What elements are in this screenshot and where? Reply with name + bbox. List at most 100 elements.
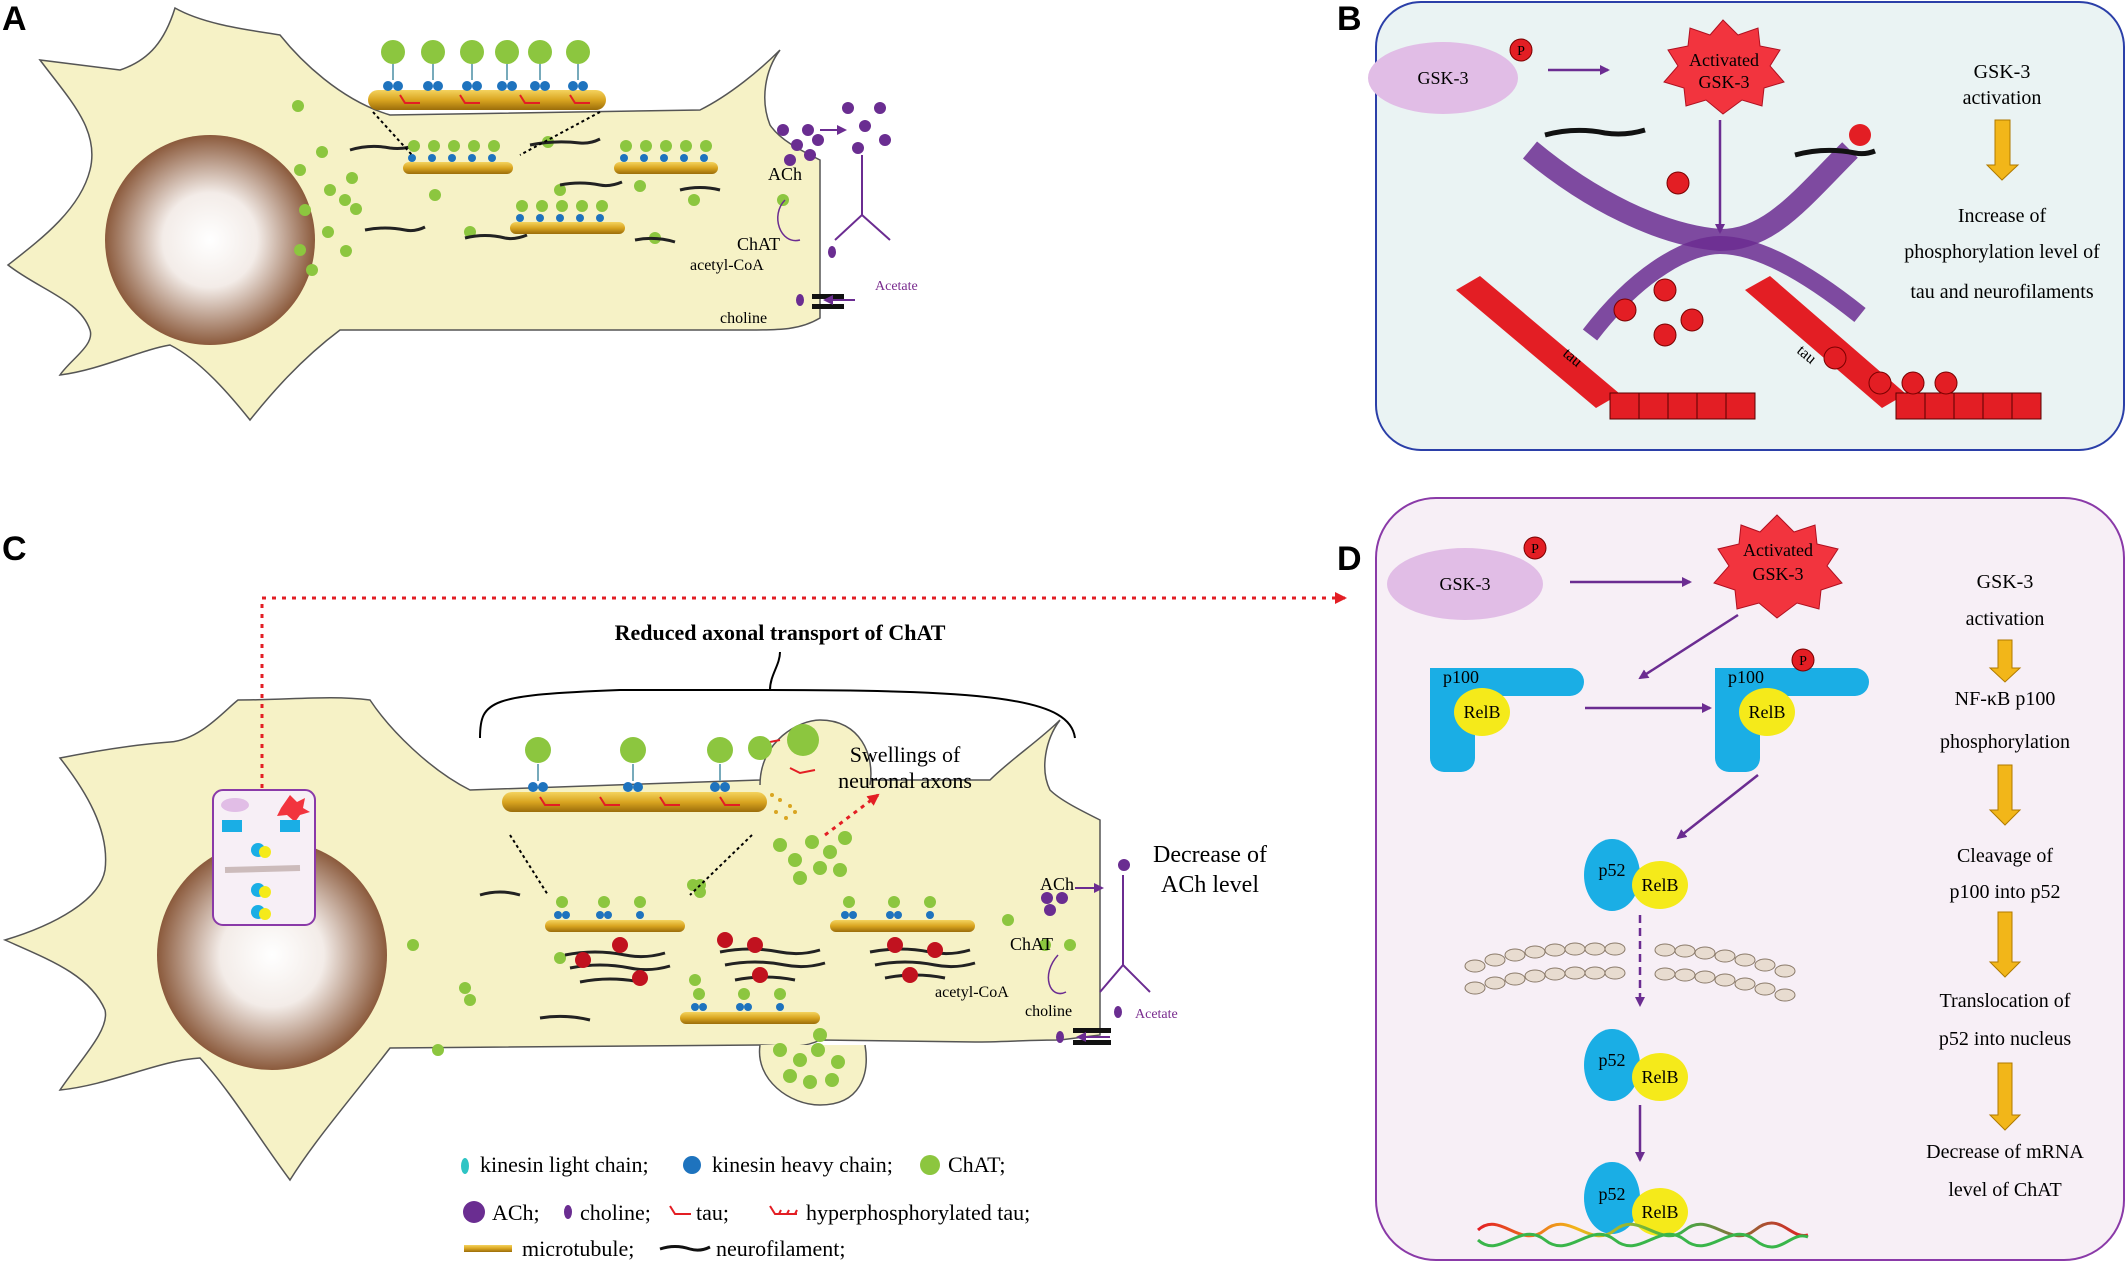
panel-label-c: C [2, 530, 27, 568]
legend-swatch-kinesin-heavy [683, 1156, 701, 1174]
arc-bottom-b [1582, 235, 1866, 341]
swelling-chat-cluster [773, 831, 852, 1089]
label-acetyl-coa-a: acetyl-CoA [690, 257, 764, 274]
chat-scatter-a [292, 100, 700, 276]
step-d-4-line-2: p52 into nucleus [1939, 1028, 2071, 1050]
legend-ach: ACh; [492, 1200, 540, 1225]
legend-microtubule: microtubule; [522, 1236, 634, 1261]
legend-swatch-ach [463, 1201, 485, 1223]
label-chat-a: ChAT [737, 234, 780, 254]
mini-mechanism-inset [212, 789, 316, 926]
tau-right-b: tau [1745, 276, 2042, 420]
step-b-2-line-2: phosphorylation level of [1904, 241, 2100, 263]
step-d-3-line-2: p100 into p52 [1949, 881, 2060, 903]
step-d-2-line-1: NF-κB p100 [1955, 688, 2056, 710]
step-d-3-line-1: Cleavage of [1957, 845, 2053, 867]
nucleus-a [105, 135, 315, 345]
label-acetate-a: Acetate [875, 279, 918, 294]
free-phosphates-b [1613, 171, 1704, 347]
neurofilament-b-left [1544, 127, 1646, 138]
p100-relb-complex-right [1715, 648, 1869, 772]
step-d-5-line-1: Decrease of mRNA [1926, 1141, 2084, 1163]
microtubule [403, 162, 513, 174]
steps-b: GSK-3 activation Increase of phosphoryla… [1904, 61, 2100, 303]
decrease-ach-line-2: ACh level [1161, 872, 1259, 898]
activated-gsk3-star-b [1663, 19, 1785, 115]
label-relb-p52-3: RelB [1641, 1202, 1678, 1222]
phospho-dot [1509, 38, 1533, 62]
label-acetate-c: Acetate [1135, 1007, 1178, 1022]
legend-swatch-chat [920, 1155, 940, 1175]
reduced-transport-title: Reduced axonal transport of ChAT [615, 620, 946, 645]
label-activated-b-2: GSK-3 [1698, 72, 1749, 92]
p52-relb-2 [1584, 1029, 1688, 1101]
label-relb-p52-2: RelB [1641, 1067, 1678, 1087]
chat-scatter-c [407, 879, 1051, 1056]
arrow-cleavage [1676, 774, 1759, 840]
microtubule-zoom-c [479, 651, 1076, 896]
legend-swatch-microtubule [464, 1245, 512, 1252]
microtubule-zoom-a [368, 40, 606, 156]
microtubule-group-a [403, 140, 718, 234]
microtubule [510, 222, 625, 234]
label-gsk3-d: GSK-3 [1439, 574, 1490, 594]
label-p52-1: p52 [1599, 860, 1626, 880]
step-arrow [1988, 764, 2022, 826]
panel-b: B GSK-3 P Activated GSK-3 tau [1337, 0, 2125, 451]
ach-synapse-a [777, 102, 891, 309]
step-d-4-line-1: Translocation of [1940, 990, 2071, 1012]
step-d-1-line-1: GSK-3 [1977, 571, 2034, 593]
ach-synapse-c [1041, 859, 1151, 1045]
panel-label-d: D [1337, 540, 1362, 578]
legend-swatch-tau [669, 1205, 691, 1215]
legend-neurofilament: neurofilament; [716, 1236, 846, 1261]
label-relb-p52-1: RelB [1641, 875, 1678, 895]
tau-left-b: tau [1456, 276, 1756, 420]
gsk3-ellipse-d [1387, 548, 1543, 620]
arrow-to-p100 [1638, 613, 1739, 680]
label-choline-c: choline [1025, 1003, 1072, 1020]
legend-swatch-neurofilament [659, 1245, 711, 1252]
p52-relb-1 [1584, 839, 1688, 911]
microtubule [614, 162, 718, 174]
step-b-1-line-2: activation [1963, 87, 2042, 109]
dna-helix [1476, 1221, 1809, 1249]
step-arrow [1988, 1062, 2022, 1131]
label-ach-c: ACh [1040, 874, 1074, 894]
phospho-label: P [1517, 44, 1525, 59]
step-arrow [1985, 119, 2020, 181]
swellings-line-1: Swellings of [850, 742, 961, 767]
link-to-panel-d [260, 592, 1347, 788]
label-p100-left: p100 [1443, 667, 1479, 687]
step-b-2-line-1: Increase of [1958, 205, 2047, 227]
label-relb-left: RelB [1463, 702, 1500, 722]
legend-kinesin-heavy: kinesin heavy chain; [712, 1152, 893, 1177]
gsk3-ellipse-b [1368, 42, 1518, 114]
step-b-2-line-3: tau and neurofilaments [1910, 281, 2093, 303]
label-activated-d-1: Activated [1743, 540, 1813, 560]
label-p52-2: p52 [1599, 1050, 1626, 1070]
label-chat-c: ChAT [1010, 934, 1053, 954]
p52-relb-3 [1584, 1162, 1688, 1236]
phospho-label: P [1799, 654, 1807, 669]
legend-swatch-kinesin-light [461, 1158, 469, 1174]
activated-gsk3-star-d [1713, 514, 1843, 619]
label-acetyl-coa-c: acetyl-CoA [935, 984, 1009, 1001]
legend-chat: ChAT; [948, 1152, 1005, 1177]
label-ach-a: ACh [768, 164, 802, 184]
step-b-1-line-1: GSK-3 [1974, 61, 2031, 83]
nuclear-membrane [1464, 942, 1796, 1002]
swellings-line-2: neuronal axons [838, 768, 972, 793]
phospho-label: P [1531, 542, 1539, 557]
legend: kinesin light chain; kinesin heavy chain… [461, 1152, 1030, 1261]
neurofilament-b-right [1794, 147, 1876, 158]
step-d-5-line-2: level of ChAT [1948, 1179, 2061, 1201]
panel-label-b: B [1337, 0, 1362, 38]
label-activated-b-1: Activated [1689, 50, 1759, 70]
swelling-pointer [824, 793, 880, 837]
legend-hyper-tau: hyperphosphorylated tau; [806, 1200, 1030, 1225]
legend-kinesin-light: kinesin light chain; [480, 1152, 649, 1177]
label-gsk3-b: GSK-3 [1417, 68, 1468, 88]
panel-c: C [2, 530, 1347, 1182]
